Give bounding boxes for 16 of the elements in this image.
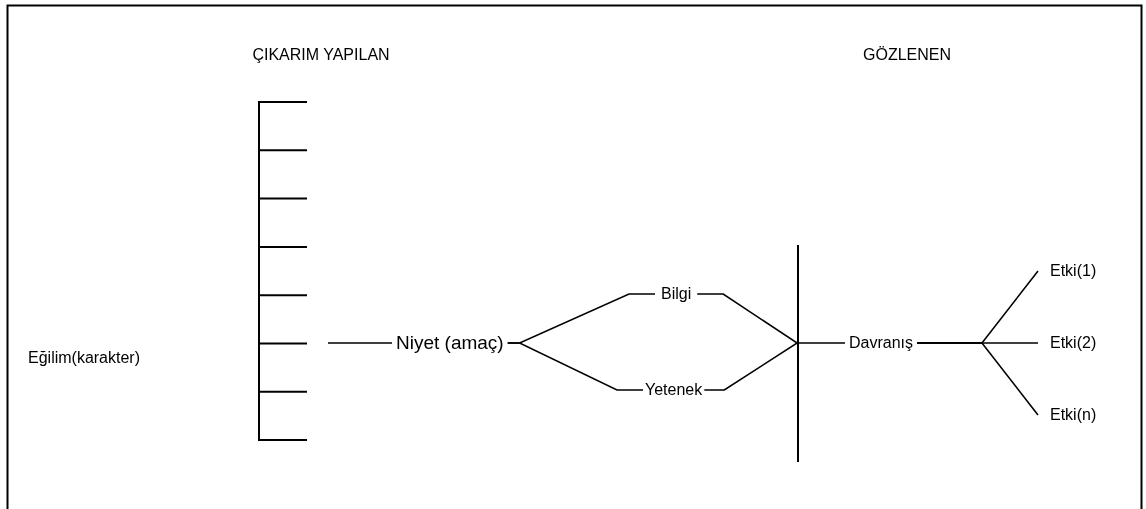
- connector-line: [703, 342, 799, 391]
- node-label: Etki(1): [1038, 261, 1109, 281]
- connector-line: [696, 293, 799, 344]
- connector-line: [327, 342, 393, 344]
- connector-line: [916, 342, 1039, 416]
- column-heading: ÇIKARIM YAPILAN: [252, 46, 390, 64]
- connector-line: [798, 342, 846, 344]
- node-label: Bilgi: [655, 284, 698, 304]
- node-label: Etki(n): [1038, 405, 1109, 425]
- node-label: Etki(2): [1038, 333, 1109, 353]
- node-label: Yetenek: [643, 380, 705, 400]
- column-heading: GÖZLENEN: [863, 46, 951, 64]
- node-label: Davranış: [845, 333, 918, 353]
- connector-line: [506, 342, 644, 391]
- node-label: Eğilim(karakter): [28, 348, 140, 368]
- node-label: Niyet (amaç): [392, 331, 508, 355]
